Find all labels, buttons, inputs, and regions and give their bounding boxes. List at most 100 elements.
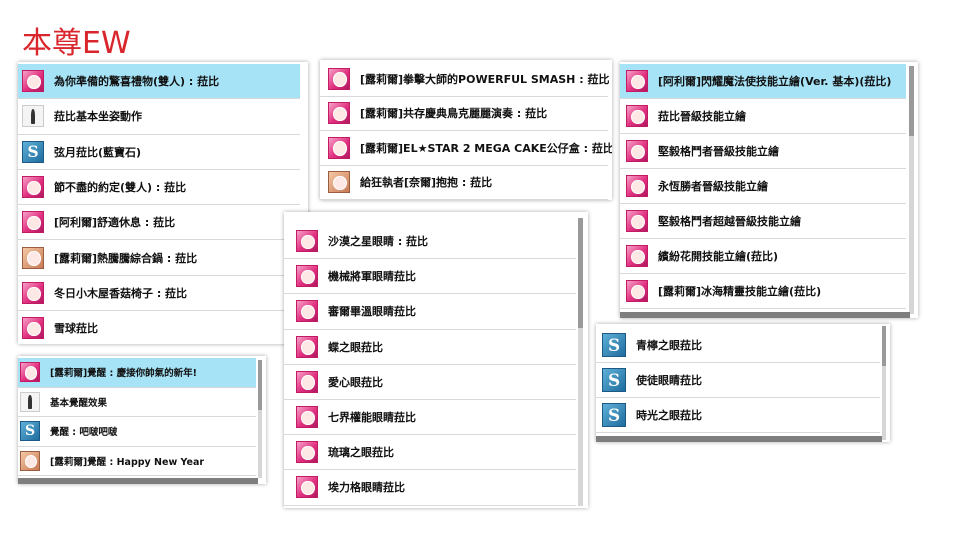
skill-cutin-list-panel: [阿利爾]閃耀魔法使技能立繪(Ver. 基本)(菈比) 菈比晉級技能立繪堅毅格鬥者… xyxy=(620,62,918,318)
list-item-label: 基本覺醒效果 xyxy=(50,397,108,409)
list-item[interactable]: 菈比基本坐姿動作 xyxy=(18,99,300,135)
pink-character-icon xyxy=(22,70,44,93)
pink-face-icon xyxy=(296,406,318,429)
scroll-thumb[interactable] xyxy=(578,218,583,328)
list-item[interactable]: 節不盡的約定(雙人) : 菈比 xyxy=(18,170,300,206)
list-item[interactable]: 審爾畢溫眼睛菈比 xyxy=(284,294,576,330)
s-emblem-icon: S xyxy=(602,403,626,427)
pink-face-icon xyxy=(296,370,318,393)
pink-character-icon xyxy=(626,175,648,197)
list-item[interactable]: [露莉爾]冰海精靈技能立繪(菈比) xyxy=(620,274,906,309)
list-item[interactable]: [露莉爾]覺醒 : Happy New Year xyxy=(18,447,256,476)
list-item-label: 冬日小木屋香菇椅子 : 菈比 xyxy=(54,286,188,300)
list-item[interactable]: 為你準備的驚喜禮物(雙人) : 菈比 xyxy=(18,64,300,100)
list-item[interactable]: [阿利爾]舒適休息 : 菈比 xyxy=(18,205,300,241)
pink-character-icon xyxy=(626,70,648,92)
list-item[interactable]: 堅毅格鬥者晉級技能立繪 xyxy=(620,134,906,169)
list-item-label: 繽紛花開技能立繪(菈比) xyxy=(658,250,779,263)
photo-icon xyxy=(20,450,40,471)
list-item-label: [阿利爾]舒適休息 : 菈比 xyxy=(54,216,176,230)
list-item[interactable]: S 時光之眼菈比 xyxy=(596,398,880,433)
pink-face-icon xyxy=(296,265,318,288)
pink-character-icon xyxy=(328,136,350,159)
list-item[interactable]: 沙漠之星眼睛 : 菈比 xyxy=(284,224,576,260)
list-item[interactable]: [露莉爾]EL★STAR 2 MEGA CAKE公仔盒 : 菈比 xyxy=(320,131,612,166)
pink-face-icon xyxy=(296,476,318,499)
pink-character-icon xyxy=(22,211,44,234)
list-item[interactable]: 堅毅格鬥者超越晉級技能立繪 xyxy=(620,204,906,239)
list-item-label: 機械將軍眼睛菈比 xyxy=(328,270,416,284)
list-footer xyxy=(18,478,258,484)
pink-character-icon xyxy=(626,245,648,267)
list-item[interactable]: 給狂執者[奈爾]抱抱 : 菈比 xyxy=(320,166,608,200)
list-item[interactable]: 機械將軍眼睛菈比 xyxy=(284,259,576,295)
list-item[interactable]: 冬日小木屋香菇椅子 : 菈比 xyxy=(18,276,300,312)
scrollbar[interactable] xyxy=(882,326,886,440)
standing-figure-icon xyxy=(20,391,40,412)
list-item-label: 時光之眼菈比 xyxy=(636,409,702,422)
s-emblem-icon: S xyxy=(602,333,626,357)
sitting-pose-icon xyxy=(22,105,44,128)
list-item[interactable]: S 青檸之眼菈比 xyxy=(596,328,880,363)
list-item-label: [阿利爾]閃耀魔法使技能立繪(Ver. 基本)(菈比) xyxy=(658,75,892,88)
list-item[interactable]: 琉璃之眼菈比 xyxy=(284,435,576,471)
ukulele-icon xyxy=(328,102,350,125)
pink-character-icon xyxy=(328,67,350,90)
pink-character-icon xyxy=(22,317,44,340)
pink-face-icon xyxy=(296,230,318,253)
mushroom-chair-icon xyxy=(22,281,44,304)
s-emblem-icon: S xyxy=(20,421,40,442)
scrollbar[interactable] xyxy=(909,66,914,314)
list-item[interactable]: 基本覺醒效果 xyxy=(18,388,256,417)
pink-character-icon xyxy=(626,105,648,127)
list-item-label: [露莉爾]覺醒 : Happy New Year xyxy=(50,456,205,468)
list-item-label: 愛心眼菈比 xyxy=(328,375,383,389)
list-item-label: 使徒眼睛菈比 xyxy=(636,374,702,387)
list-item-label: 堅毅格鬥者超越晉級技能立繪 xyxy=(658,215,801,228)
scroll-thumb[interactable] xyxy=(882,326,886,366)
list-item-label: 沙漠之星眼睛 : 菈比 xyxy=(328,235,429,249)
list-item[interactable]: [露莉爾]共存慶典鳥克麗麗演奏 : 菈比 xyxy=(320,97,608,131)
list-item[interactable]: 繽紛花開技能立繪(菈比) xyxy=(620,239,906,274)
list-item[interactable]: 七界權能眼睛菈比 xyxy=(284,400,576,436)
list-item-label: [露莉爾]共存慶典鳥克麗麗演奏 : 菈比 xyxy=(360,107,548,121)
eye-list-panel: 沙漠之星眼睛 : 菈比機械將軍眼睛菈比審爾畢溫眼睛菈比蝶之眼菈比愛心眼菈比七界權… xyxy=(284,212,588,508)
list-item[interactable]: 愛心眼菈比 xyxy=(284,365,576,400)
list-item[interactable]: 蝶之眼菈比 xyxy=(284,330,576,365)
list-item[interactable]: [露莉爾]熱騰騰綜合鍋 : 菈比 xyxy=(18,241,300,276)
list-item-label: [露莉爾]冰海精靈技能立繪(菈比) xyxy=(658,285,822,298)
list-footer xyxy=(596,436,882,442)
awaken-icon xyxy=(20,362,40,383)
scroll-thumb[interactable] xyxy=(258,360,262,410)
list-item-label: 青檸之眼菈比 xyxy=(636,339,702,352)
list-item[interactable]: S 弦月菈比(藍寶石) xyxy=(18,135,300,170)
list-item[interactable]: [露莉爾]覺醒 : 慶接你帥氣的新年! xyxy=(18,358,256,388)
list-item[interactable]: 埃力格眼睛菈比 xyxy=(284,470,576,506)
pink-character-icon xyxy=(626,280,648,302)
list-item[interactable]: [露莉爾]拳擊大師的POWERFUL SMASH : 菈比 xyxy=(320,62,609,97)
list-item-label: 給狂執者[奈爾]抱抱 : 菈比 xyxy=(360,176,493,190)
list-footer xyxy=(620,312,910,318)
list-item-label: 永恆勝者晉級技能立繪 xyxy=(658,180,768,193)
scrollbar[interactable] xyxy=(258,360,262,478)
scroll-thumb[interactable] xyxy=(909,66,914,136)
s-emblem-icon: S xyxy=(22,140,44,163)
list-item-label: [露莉爾]EL★STAR 2 MEGA CAKE公仔盒 : 菈比 xyxy=(360,141,612,155)
list-item[interactable]: 永恆勝者晉級技能立繪 xyxy=(620,169,906,204)
hug-icon xyxy=(328,171,350,194)
pink-face-icon xyxy=(296,441,318,464)
list-item-label: 雪球菈比 xyxy=(54,322,98,336)
list-item[interactable]: 雪球菈比 xyxy=(18,311,300,344)
list-item[interactable]: 菈比晉級技能立繪 xyxy=(620,99,906,134)
page-title: 本尊EW xyxy=(22,26,131,61)
list-item-label: 菈比基本坐姿動作 xyxy=(54,110,142,124)
list-item[interactable]: [阿利爾]閃耀魔法使技能立繪(Ver. 基本)(菈比) xyxy=(620,64,906,99)
scrollbar[interactable] xyxy=(578,218,583,506)
list-item-label: 堅毅格鬥者晉級技能立繪 xyxy=(658,145,779,158)
list-item-label: 審爾畢溫眼睛菈比 xyxy=(328,305,416,319)
list-item-label: 弦月菈比(藍寶石) xyxy=(54,145,142,159)
